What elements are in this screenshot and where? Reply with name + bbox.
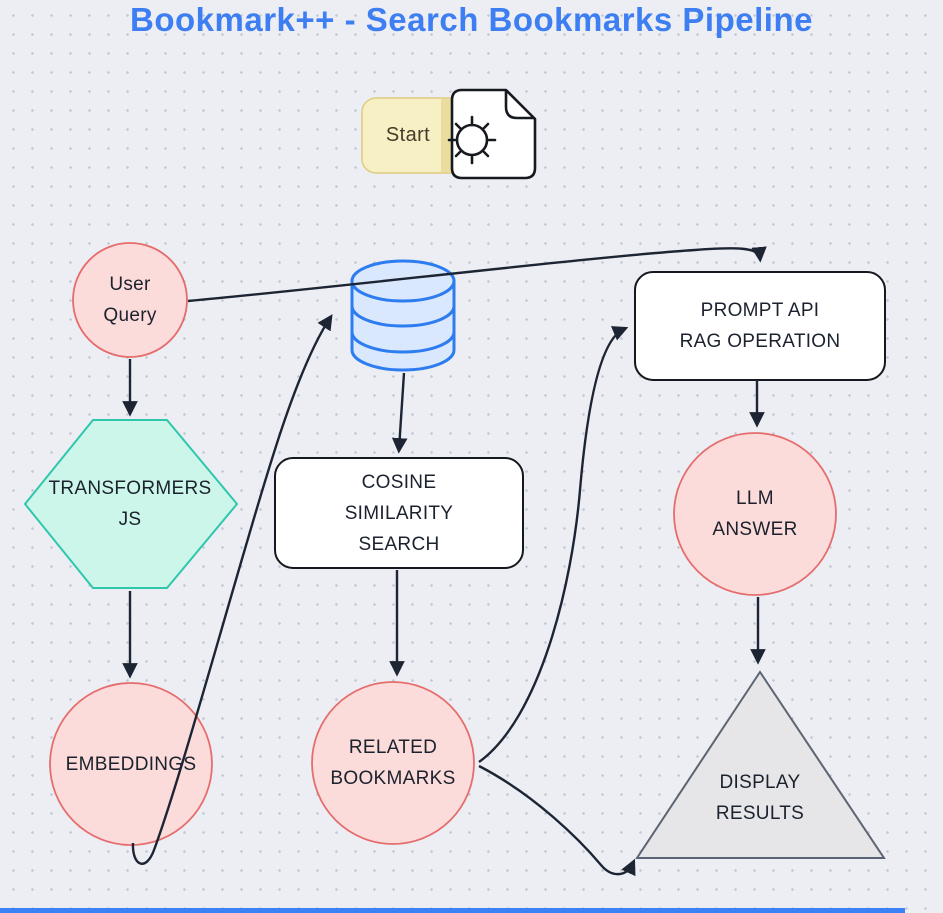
start-label: Start [385, 124, 431, 146]
transformers-js-label: TRANSFORMERS JS [48, 478, 212, 530]
gear-icon [447, 115, 497, 165]
document-fold-icon [504, 89, 536, 120]
display-results-label: DISPLAY RESULTS [715, 771, 805, 824]
prompt-api-rag-operation-label: PROMPT API RAG OPERATION [679, 300, 841, 352]
cosine-similarity-search-label: COSINE SIMILARITY SEARCH [344, 471, 454, 555]
llm-answer-label: LLM ANSWER [712, 488, 798, 540]
horizontal-scrollbar-thumb[interactable] [0, 908, 905, 913]
user-query-label: User Query [103, 274, 157, 326]
page-title: Bookmark++ - Search Bookmarks Pipeline [130, 1, 813, 38]
database-icon [350, 259, 456, 372]
related-bookmarks-label: RELATED BOOKMARKS [330, 737, 456, 789]
start-node [361, 88, 537, 180]
display-results-node [635, 670, 886, 859]
llm-answer-node [673, 432, 837, 596]
embeddings-label: EMBEDDINGS [65, 753, 197, 775]
